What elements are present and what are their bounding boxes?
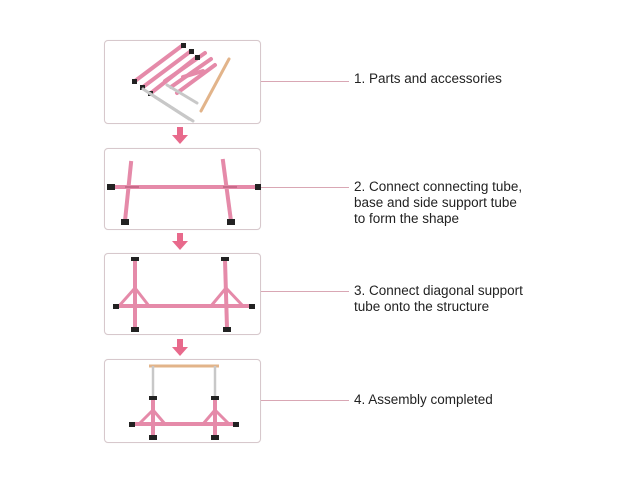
step-4-connector (261, 400, 349, 401)
step-3-label: 3. Connect diagonal support tube onto th… (354, 283, 523, 314)
step-2-label: 2. Connect connecting tube, base and sid… (354, 179, 523, 226)
step-4-panel (104, 359, 261, 443)
step-1-label: 1. Parts and accessories (354, 71, 502, 86)
parts-icon (132, 43, 231, 123)
completed-bar-icon (129, 364, 239, 440)
step-4-label: 4. Assembly completed (354, 392, 493, 407)
step-3-panel (104, 253, 261, 335)
step-1-connector (261, 81, 349, 82)
step-2-connector (261, 187, 349, 188)
down-arrow-icon (172, 233, 188, 250)
down-arrow-icon (172, 339, 188, 356)
step-3-connector (261, 291, 349, 292)
frame-with-supports-icon (113, 257, 255, 332)
base-frame-icon (107, 158, 261, 225)
down-arrow-icon (172, 127, 188, 144)
step-2-panel (104, 148, 261, 230)
step-1-panel (104, 40, 261, 124)
